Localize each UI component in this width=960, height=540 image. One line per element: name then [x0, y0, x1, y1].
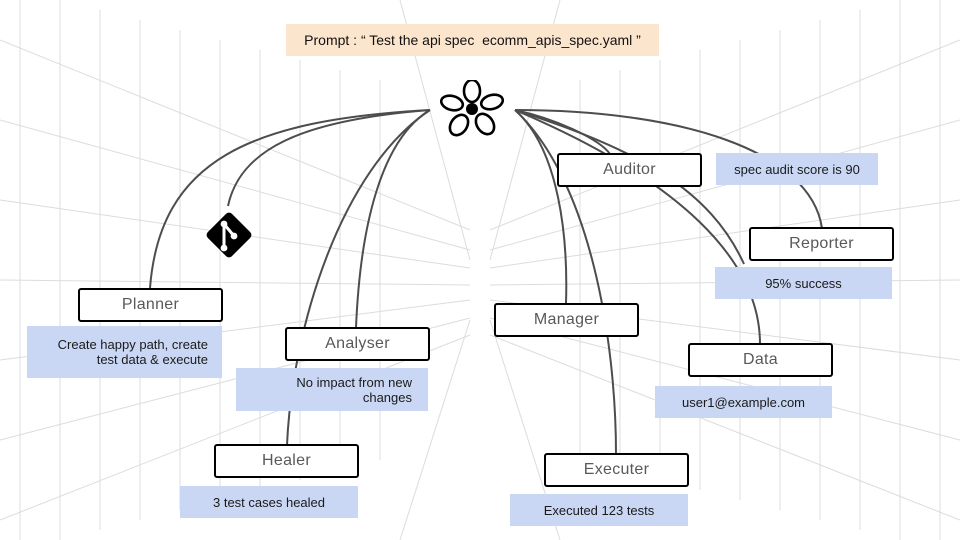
connector-executer [514, 109, 617, 455]
note-planner-text: Create happy path, create test data & ex… [57, 337, 208, 367]
note-auditor-text: spec audit score is 90 [734, 161, 860, 177]
connector-git [227, 109, 431, 207]
agent-analyser: Analyser [285, 327, 430, 361]
note-healer-text: 3 test cases healed [212, 494, 326, 510]
note-healer: 3 test cases healed [180, 486, 358, 518]
flower-logo-icon [440, 80, 504, 137]
agent-data: Data [688, 343, 833, 377]
note-reporter: 95% success [715, 267, 892, 299]
note-executer: Executed 123 tests [510, 494, 688, 526]
git-icon [206, 212, 252, 258]
note-planner: Create happy path, create test data & ex… [27, 326, 222, 378]
note-reporter-text: 95% success [765, 275, 842, 291]
prompt-banner: Prompt : “ Test the api spec ecomm_apis_… [286, 24, 659, 56]
note-analyser: No impact from new changes [236, 368, 428, 411]
note-auditor: spec audit score is 90 [716, 153, 878, 185]
agent-auditor: Auditor [557, 153, 702, 187]
agent-executer: Executer [544, 453, 689, 487]
note-analyser-text: No impact from new changes [296, 374, 412, 405]
note-data-text: user1@example.com [681, 394, 806, 410]
note-data: user1@example.com [655, 386, 832, 418]
connector-data-2 [514, 109, 761, 345]
connector-data [514, 109, 745, 265]
connector-reporter [514, 109, 823, 229]
agent-manager: Manager [494, 303, 639, 337]
note-executer-text: Executed 123 tests [543, 502, 655, 518]
connector-planner [149, 109, 431, 289]
agent-planner: Planner [78, 288, 223, 322]
agent-reporter: Reporter [749, 227, 894, 261]
agent-healer: Healer [214, 444, 359, 478]
